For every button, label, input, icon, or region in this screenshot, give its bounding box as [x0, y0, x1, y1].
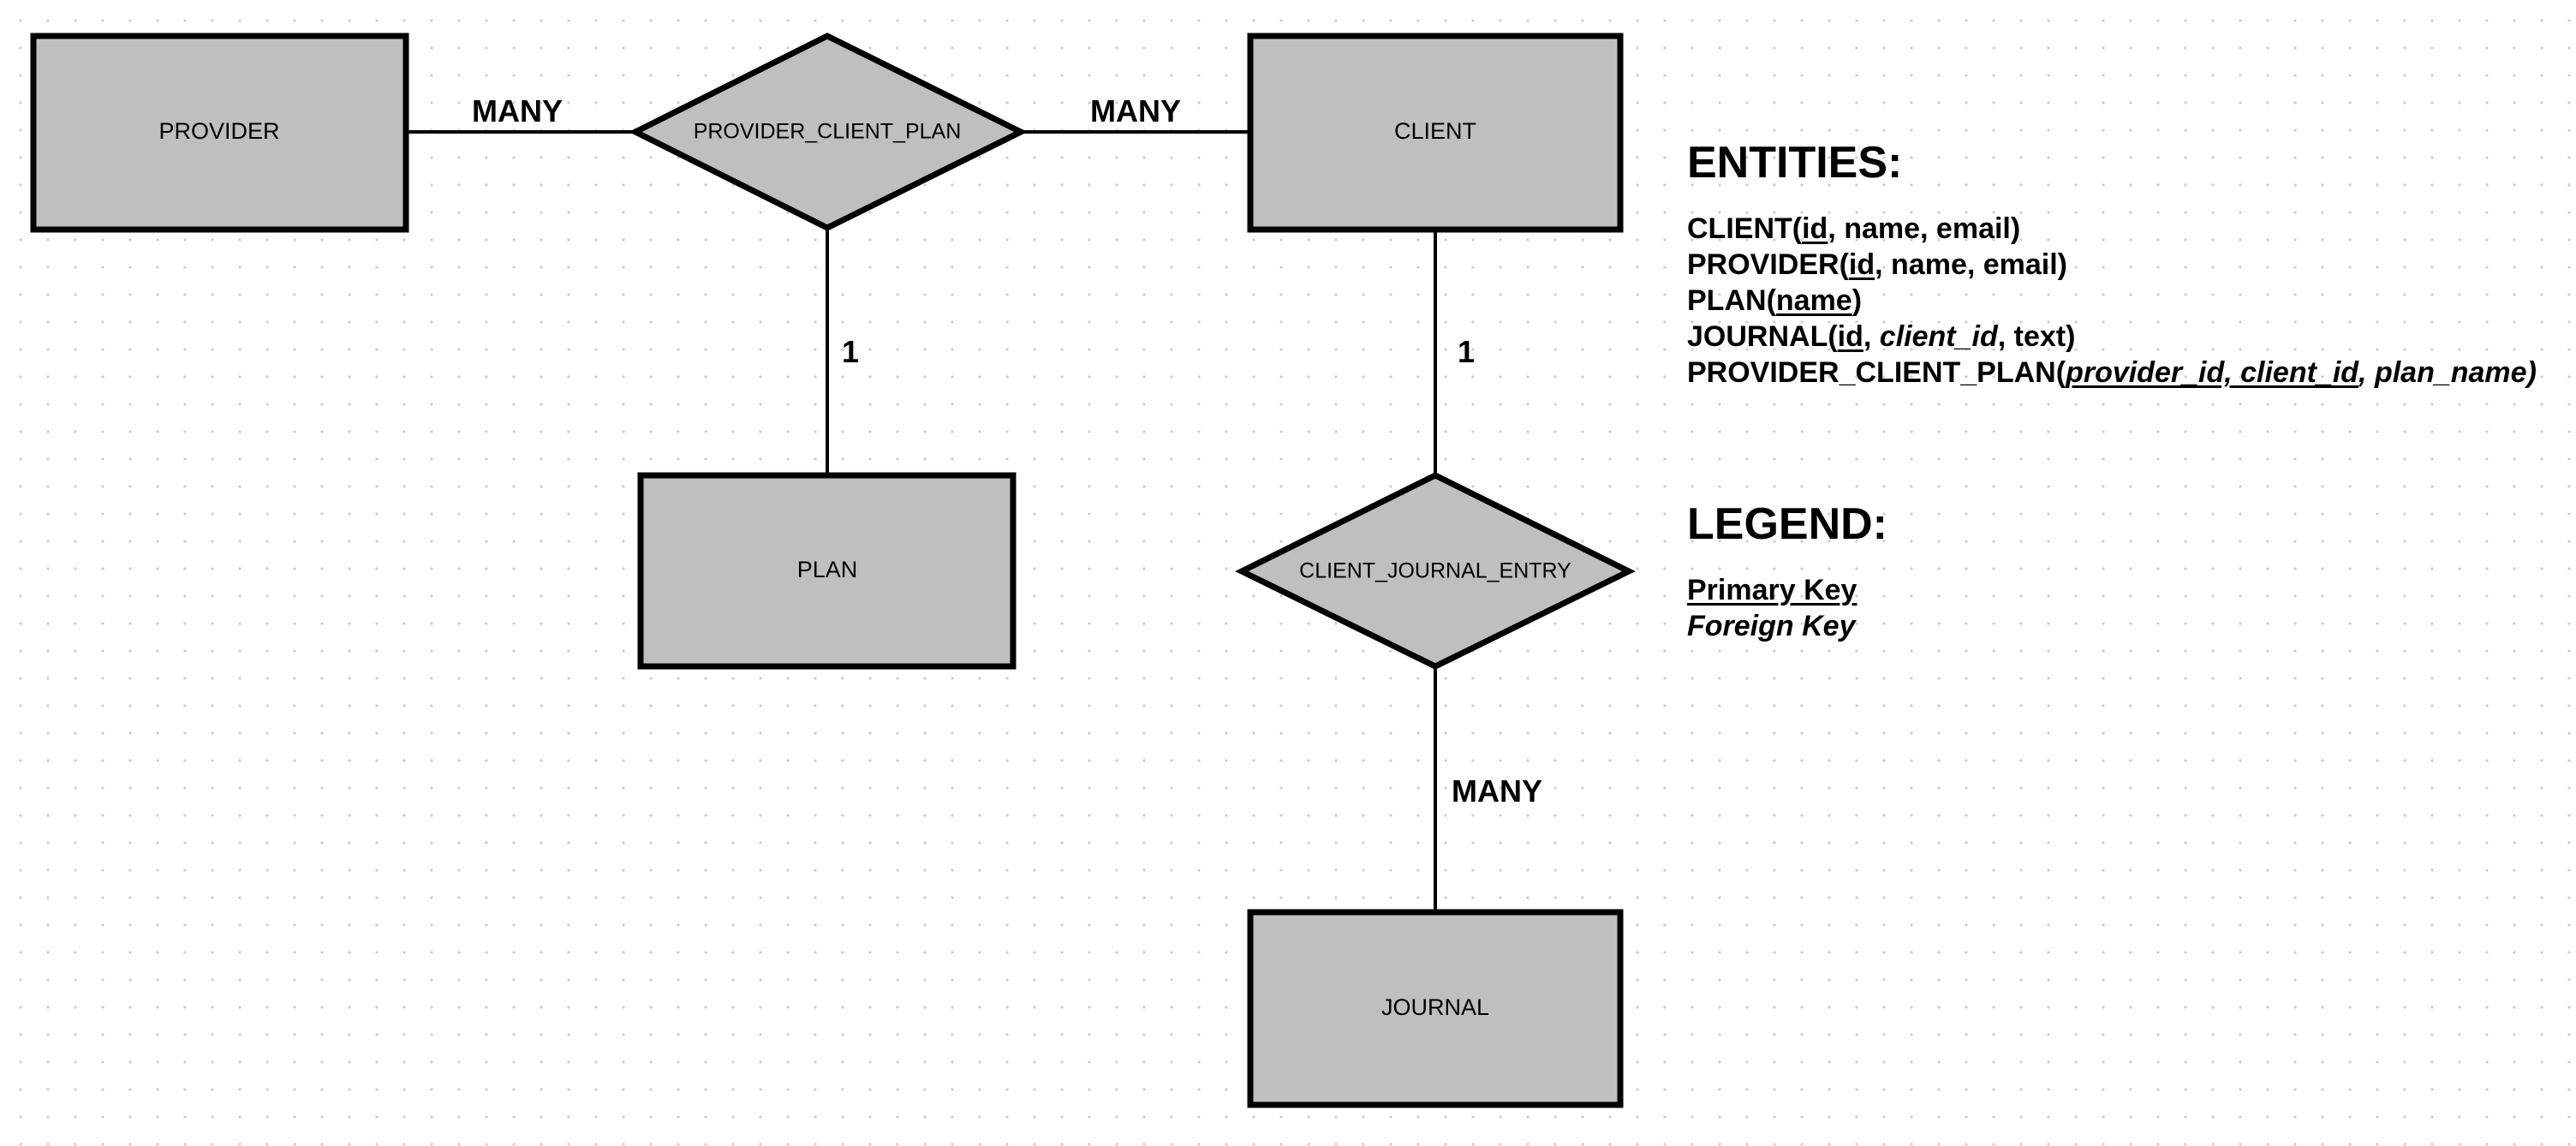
- legend-primary-key: Primary Key: [1687, 574, 1857, 606]
- entities-list: CLIENT(id, name, email) PROVIDER(id, nam…: [1687, 211, 2537, 391]
- primary-key: id: [1837, 320, 1863, 353]
- entity-def-client: CLIENT(id, name, email): [1687, 212, 2021, 245]
- entity-client-label: CLIENT: [1394, 118, 1476, 144]
- legend-heading: LEGEND:: [1687, 499, 1887, 549]
- foreign-key: plan_name: [2374, 356, 2527, 389]
- entity-journal[interactable]: JOURNAL: [1247, 909, 1624, 1108]
- cardinality-cje-journal: MANY: [1452, 773, 1542, 809]
- entity-plan-label: PLAN: [797, 557, 858, 582]
- relationship-client-journal-entry-label: CLIENT_JOURNAL_ENTRY: [1299, 559, 1571, 583]
- foreign-key: client_id: [1879, 320, 1998, 353]
- entities-panel: ENTITIES: CLIENT(id, name, email) PROVID…: [1687, 137, 2537, 391]
- entity-provider[interactable]: PROVIDER: [30, 33, 409, 233]
- legend-panel: LEGEND: Primary Key Foreign Key: [1687, 498, 1887, 644]
- relationship-provider-client-plan[interactable]: PROVIDER_CLIENT_PLAN: [629, 33, 1028, 231]
- legend-list: Primary Key Foreign Key: [1687, 572, 1887, 644]
- legend-foreign-key: Foreign Key: [1687, 610, 1856, 642]
- relationship-client-journal-entry[interactable]: CLIENT_JOURNAL_ENTRY: [1235, 472, 1636, 670]
- cardinality-pcp-client: MANY: [1090, 93, 1181, 128]
- entity-client[interactable]: CLIENT: [1247, 33, 1624, 233]
- entity-journal-label: JOURNAL: [1381, 994, 1489, 1020]
- entity-plan[interactable]: PLAN: [637, 472, 1017, 670]
- primary-key: id: [1802, 212, 1828, 245]
- primary-key: name: [1775, 284, 1852, 317]
- relationship-provider-client-plan-label: PROVIDER_CLIENT_PLAN: [694, 120, 962, 144]
- cardinality-pcp-plan: 1: [842, 334, 859, 369]
- entity-provider-label: PROVIDER: [158, 118, 279, 144]
- entity-def-provider-client-plan: PROVIDER_CLIENT_PLAN(provider_id, client…: [1687, 356, 2537, 389]
- cardinality-provider-pcp: MANY: [472, 93, 563, 128]
- cardinality-client-cje: 1: [1458, 334, 1475, 369]
- entity-def-provider: PROVIDER(id, name, email): [1687, 248, 2068, 281]
- primary-foreign-key: provider_id, client_id: [2066, 356, 2359, 389]
- entities-heading: ENTITIES:: [1687, 138, 1903, 188]
- entity-def-journal: JOURNAL(id, client_id, text): [1687, 320, 2076, 353]
- entity-def-plan: PLAN(name): [1687, 284, 1863, 317]
- primary-key: id: [1848, 248, 1875, 281]
